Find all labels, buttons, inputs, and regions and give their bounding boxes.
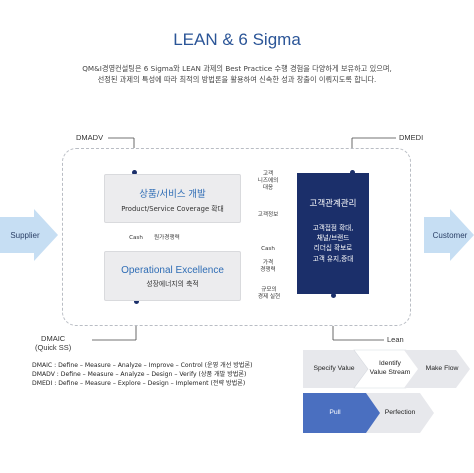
chevron-make-flow bbox=[404, 350, 470, 388]
dmaic-label: DMAIC (Quick SS) bbox=[35, 334, 71, 352]
dmadv-dot bbox=[131, 170, 137, 175]
page-title: LEAN & 6 Sigma bbox=[173, 30, 301, 49]
make-flow-label: Make Flow bbox=[425, 365, 459, 372]
dmadv-label: DMADV bbox=[76, 133, 104, 142]
identify-value-stream-line-2: Value Stream bbox=[369, 368, 411, 376]
price-competitiveness-label: 가격 경쟁력 bbox=[255, 260, 281, 274]
crm-line-1: 고객접점 확대, bbox=[312, 224, 354, 232]
customer-label: Customer bbox=[432, 231, 468, 240]
customer-needs-line-2: 니즈에의 bbox=[257, 178, 279, 184]
identify-value-stream-line-1: Identify bbox=[379, 360, 401, 367]
supplier-arrow bbox=[0, 209, 58, 261]
dmaic-label-main: DMAIC bbox=[41, 334, 66, 343]
legend-dmedi: DMEDI : Define – Measure – Explore – Des… bbox=[32, 380, 246, 387]
customer-needs-label: 고객 니즈에의 대응 bbox=[253, 171, 283, 192]
economy-of-scale-line-2: 경제 실현 bbox=[257, 294, 281, 300]
crm-line-2: 채널/브랜드 bbox=[316, 234, 350, 243]
customer-needs-line-1: 고객 bbox=[262, 171, 274, 177]
crm-line-4: 고객 유지,증대 bbox=[312, 254, 354, 263]
methodology-legend: DMAIC : Define – Measure – Analyze – Imp… bbox=[32, 361, 252, 388]
intro-text: QM&I경영컨설팅은 6 Sigma와 LEAN 과제의 Best Practi… bbox=[40, 64, 434, 85]
lean-label: Lean bbox=[387, 335, 404, 344]
product-development-box: 상품/서비스 개발 Product/Service Coverage 확대 bbox=[104, 174, 241, 223]
product-development-sub: Product/Service Coverage 확대 bbox=[121, 205, 224, 213]
crm-line-3: 리더십 확보로 bbox=[313, 244, 353, 253]
cash-left-label: Cash bbox=[129, 235, 143, 241]
price-competitiveness-line-2: 경쟁력 bbox=[260, 267, 276, 273]
economy-of-scale-line-1: 규모의 bbox=[261, 287, 277, 293]
dmaic-label-sub: (Quick SS) bbox=[35, 343, 72, 352]
chevron-perfection bbox=[366, 393, 434, 433]
legend-dmadv: DMADV : Define – Measure – Analyze – Des… bbox=[32, 371, 247, 378]
operational-excellence-box: Operational Excellence 성장에너지의 축적 bbox=[104, 251, 241, 301]
supplier-label: Supplier bbox=[10, 231, 40, 240]
crm-body: 고객접점 확대, 채널/브랜드 리더십 확보로 고객 유지,증대 bbox=[297, 223, 369, 264]
dmaic-dot bbox=[133, 299, 139, 304]
price-competitiveness-line-1: 가격 bbox=[262, 260, 274, 266]
chevron-specify-value bbox=[303, 350, 370, 388]
dmedi-dot bbox=[349, 170, 355, 175]
crm-box: 고객관계관리 고객접점 확대, 채널/브랜드 리더십 확보로 고객 유지,증대 bbox=[297, 173, 369, 294]
product-development-title: 상품/서비스 개발 bbox=[139, 189, 206, 200]
customer-needs-line-3: 대응 bbox=[262, 185, 274, 191]
pull-label: Pull bbox=[329, 409, 341, 416]
legend-dmaic: DMAIC : Define – Measure – Analyze – Imp… bbox=[32, 362, 253, 369]
identify-value-stream-label: Identify Value Stream bbox=[366, 360, 414, 377]
customer-arrow bbox=[424, 209, 474, 261]
operational-excellence-sub: 성장에너지의 축적 bbox=[146, 280, 199, 288]
chevron-pull bbox=[303, 393, 382, 433]
crm-title: 고객관계관리 bbox=[309, 199, 357, 209]
specify-value-label: Specify Value bbox=[313, 365, 355, 372]
economy-of-scale-label: 규모의 경제 실현 bbox=[252, 287, 286, 301]
lean-dot bbox=[330, 293, 336, 298]
perfection-label: Perfection bbox=[384, 409, 416, 416]
dmedi-label: DMEDI bbox=[399, 133, 424, 142]
customer-info-label: 고객정보 bbox=[257, 212, 279, 218]
intro-line-1: QM&I경영컨설팅은 6 Sigma와 LEAN 과제의 Best Practi… bbox=[82, 64, 392, 73]
operational-excellence-title: Operational Excellence bbox=[121, 265, 224, 276]
cost-competitiveness-label: 원가경쟁력 bbox=[154, 235, 180, 241]
intro-line-2: 선정된 과제의 특성에 따라 최적의 방법론을 활용하여 신속한 성과 창출이 … bbox=[97, 74, 377, 84]
cash-right-label: Cash bbox=[261, 246, 275, 252]
